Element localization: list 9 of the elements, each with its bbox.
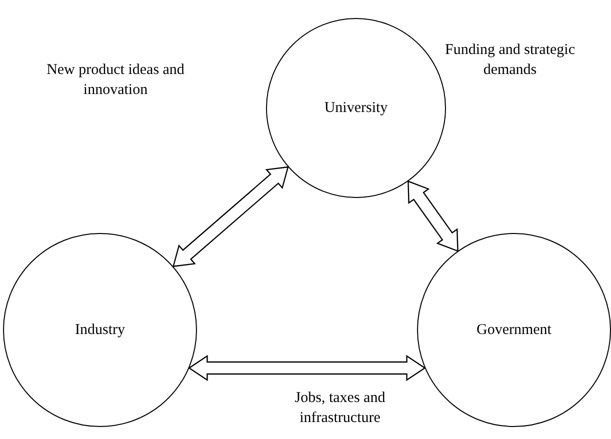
annotation-text: Funding and strategic demands — [444, 41, 576, 80]
annotation-text: Jobs, taxes and infrastructure — [294, 389, 386, 428]
annotation-text: New product ideas and innovation — [46, 61, 186, 100]
double-arrow — [188, 354, 426, 382]
node-label: Industry — [75, 320, 125, 340]
node-label: Government — [476, 320, 552, 340]
node-label: University — [324, 98, 388, 118]
double-arrow — [408, 180, 458, 252]
double-arrow — [172, 166, 289, 268]
